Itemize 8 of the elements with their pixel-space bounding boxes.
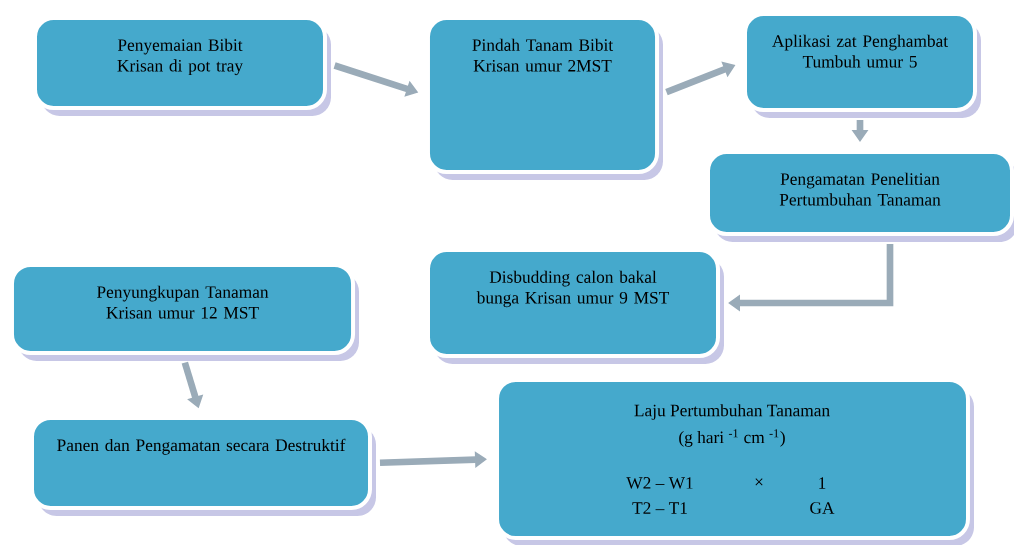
process-box: Pengamatan Penelitian Pertumbuhan Tanaman xyxy=(706,150,1014,242)
process-box: Laju Pertumbuhan Tanaman (g hari $^{-1}$ cm $^{-1}$) W2 – W1 × 1 T2 – T1 GA xyxy=(495,378,974,545)
process-box: Aplikasi zat Penghambat Tumbuh umur 5 xyxy=(743,12,981,118)
process-box: Penyungkupan Tanaman Krisan umur 12 MST xyxy=(10,263,359,361)
process-box: Pindah Tanam Bibit Krisan umur 2MST xyxy=(425,16,663,180)
process-box: Panen dan Pengamatan secara Destruktif xyxy=(30,416,376,516)
process-box: Penyemaian Bibit Krisan di pot tray xyxy=(33,16,331,116)
process-box: Disbudding calon bakal bunga Krisan umur 9 MST xyxy=(426,248,724,364)
